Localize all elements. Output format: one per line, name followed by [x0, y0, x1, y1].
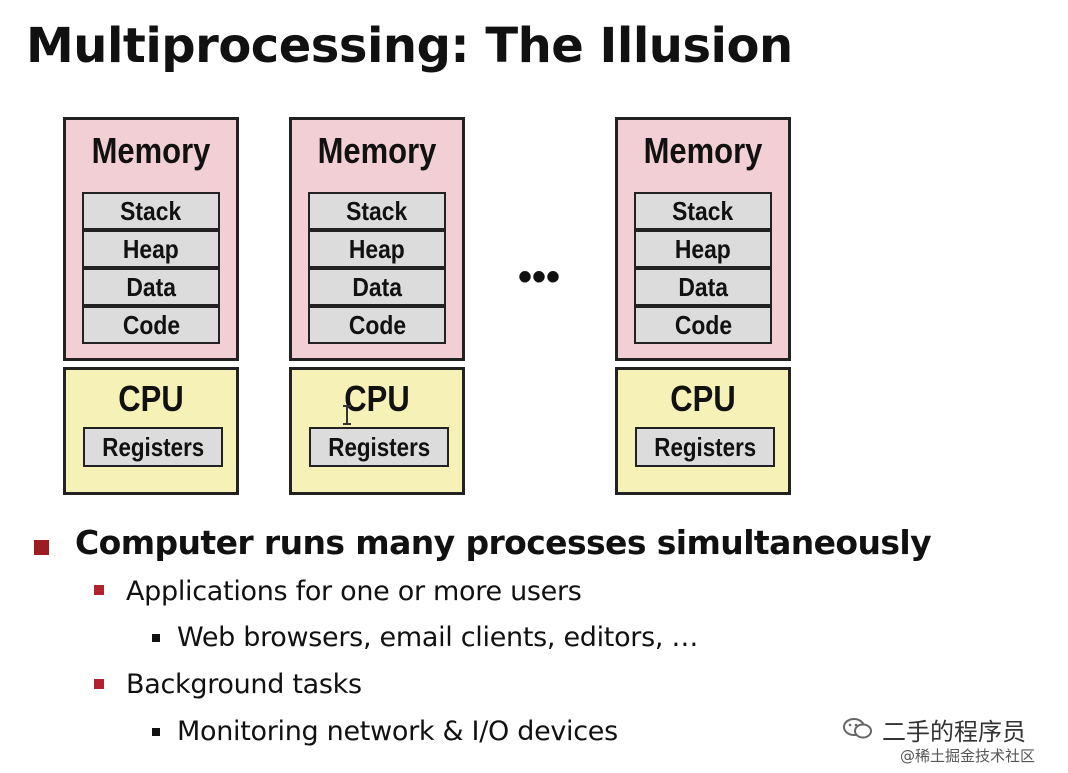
- bullet-sub-background: Background tasks: [126, 669, 362, 700]
- segment-data: Data: [82, 268, 220, 306]
- memory-box: Memory Stack Heap Data Code: [615, 117, 791, 361]
- segment-data: Data: [634, 268, 772, 306]
- memory-box: Memory Stack Heap Data Code: [63, 117, 239, 361]
- bullet-square-icon: [152, 634, 160, 642]
- watermark-text: 二手的程序员: [882, 718, 1026, 746]
- cpu-box: CPU Registers: [289, 367, 465, 495]
- segment-data: Data: [308, 268, 446, 306]
- registers-box: Registers: [83, 427, 223, 467]
- bullet-detail-browsers: Web browsers, email clients, editors, …: [177, 622, 699, 653]
- slide-title: Multiprocessing: The Illusion: [26, 18, 793, 74]
- memory-label: Memory: [91, 130, 211, 171]
- segment-stack: Stack: [634, 192, 772, 230]
- bullet-square-icon: [152, 728, 160, 736]
- registers-box: Registers: [635, 427, 775, 467]
- memory-label: Memory: [317, 130, 437, 171]
- cpu-label: CPU: [118, 378, 184, 419]
- bullet-square-icon: [94, 585, 104, 595]
- registers-box: Registers: [309, 427, 449, 467]
- cpu-label: CPU: [344, 378, 410, 419]
- cpu-label: CPU: [670, 378, 736, 419]
- ellipsis: •••: [518, 255, 561, 299]
- segment-code: Code: [308, 306, 446, 344]
- segment-heap: Heap: [82, 230, 220, 268]
- memory-box: Memory Stack Heap Data Code: [289, 117, 465, 361]
- segment-code: Code: [634, 306, 772, 344]
- segment-heap: Heap: [634, 230, 772, 268]
- segment-stack: Stack: [82, 192, 220, 230]
- bullet-square-icon: [34, 540, 49, 555]
- cpu-box: CPU Registers: [615, 367, 791, 495]
- segment-stack: Stack: [308, 192, 446, 230]
- bullet-sub-applications: Applications for one or more users: [126, 576, 582, 607]
- bullet-main: Computer runs many processes simultaneou…: [75, 523, 932, 562]
- bullet-square-icon: [94, 679, 104, 689]
- cpu-box: CPU Registers: [63, 367, 239, 495]
- bullet-detail-monitoring: Monitoring network & I/O devices: [177, 716, 618, 747]
- memory-label: Memory: [643, 130, 763, 171]
- wechat-icon: [843, 718, 872, 739]
- text-cursor-icon: [343, 405, 351, 425]
- segment-code: Code: [82, 306, 220, 344]
- segment-heap: Heap: [308, 230, 446, 268]
- watermark-credit: @稀土掘金技术社区: [900, 747, 1036, 765]
